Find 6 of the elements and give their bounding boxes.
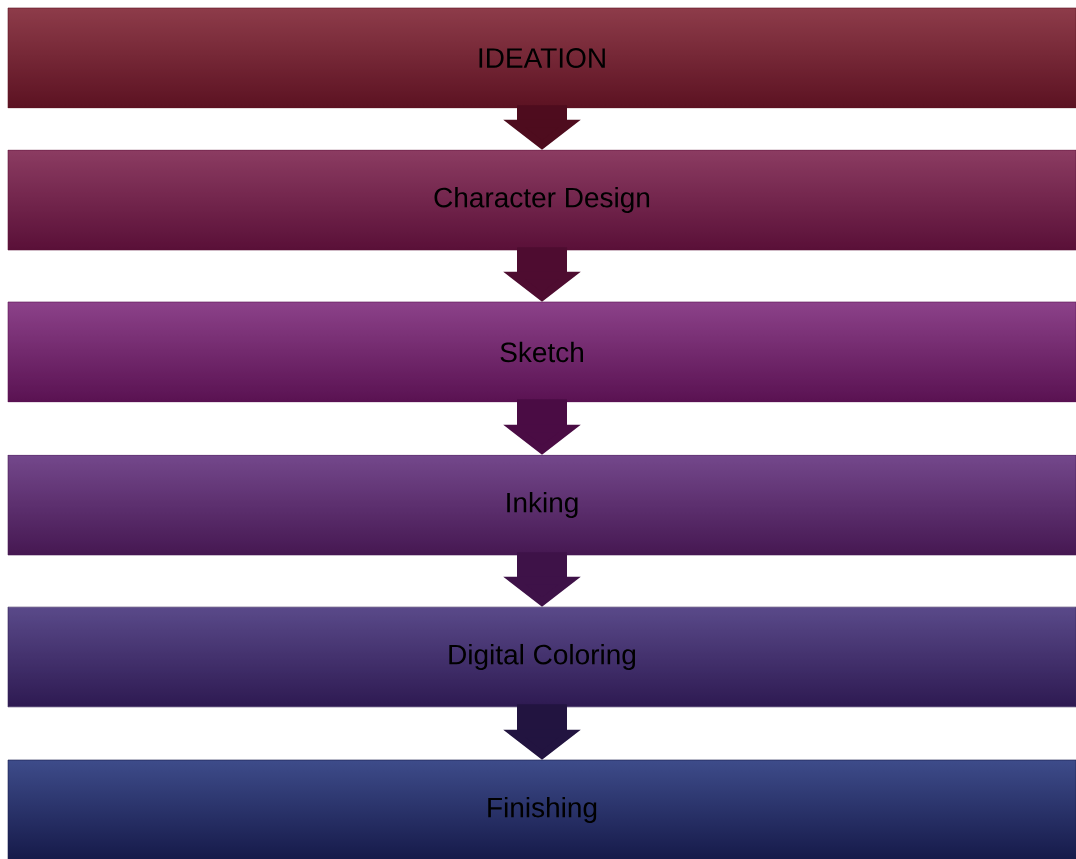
process-box: Finishing xyxy=(7,759,1076,859)
process-box: Character Design xyxy=(7,149,1076,251)
process-box: IDEATION xyxy=(7,7,1076,109)
process-box: Digital Coloring xyxy=(7,606,1076,708)
process-box: Sketch xyxy=(7,301,1076,403)
process-box: Inking xyxy=(7,454,1076,556)
